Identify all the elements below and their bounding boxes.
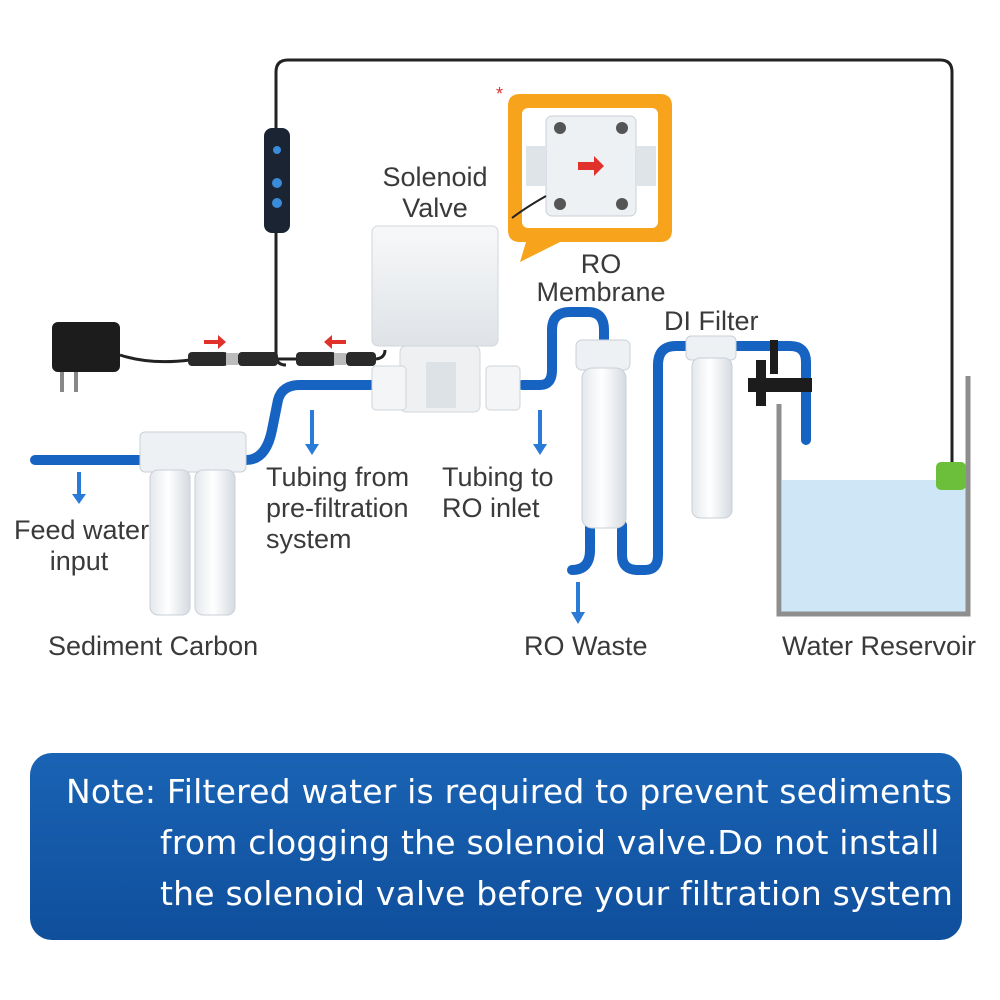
- sediment-carbon-filters: [139, 431, 247, 616]
- flow-arrow-icon: [204, 335, 346, 349]
- sediment-carbon-label: Sediment Carbon: [48, 631, 259, 661]
- tubing: [30, 307, 811, 575]
- power-adapter-icon: [52, 322, 191, 392]
- tubing-from-prefiltration-label: Tubing from pre-filtration system: [266, 462, 410, 554]
- ro-membrane: [575, 339, 631, 529]
- water-reservoir-label: Water Reservoir: [782, 631, 977, 661]
- controller-icon: [264, 128, 290, 233]
- valve-callout: [508, 94, 672, 262]
- solenoid-valve-label: Solenoid Valve: [382, 162, 488, 223]
- asterisk-icon: *: [496, 84, 503, 104]
- note-line-3: the solenoid valve before your filtratio…: [160, 874, 954, 913]
- reservoir-bracket: [748, 340, 812, 406]
- tubing-to-ro-inlet-label: Tubing to RO inlet: [442, 462, 554, 523]
- note-line-1: Note: Filtered water is required to prev…: [66, 772, 953, 811]
- control-cable: [274, 58, 954, 470]
- di-filter: [685, 335, 737, 519]
- control-cable-lower: [274, 230, 287, 367]
- feed-water-input-label: Feed water input: [14, 515, 150, 576]
- di-filter-label: DI Filter: [664, 306, 759, 336]
- water-reservoir: [776, 376, 971, 617]
- note-box: [30, 753, 962, 940]
- ro-membrane-label: RO Membrane: [536, 249, 666, 307]
- ro-waste-label: RO Waste: [524, 631, 648, 661]
- solenoid-valve: [371, 225, 521, 413]
- power-cable: [188, 349, 387, 366]
- note-line-2: from clogging the solenoid valve.Do not …: [160, 823, 940, 862]
- down-arrow-icon: [72, 410, 585, 624]
